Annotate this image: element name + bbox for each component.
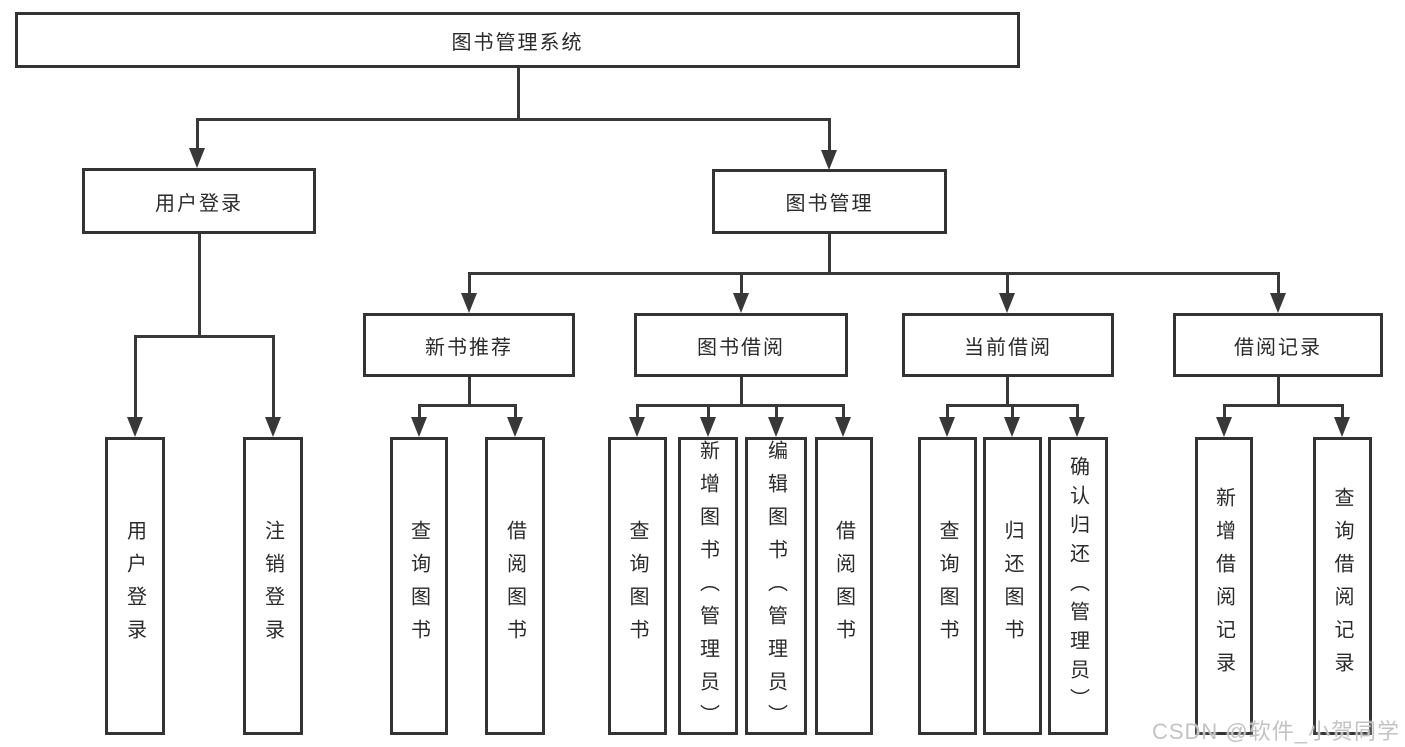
arrowhead-down-icon <box>1004 417 1020 437</box>
connector-line <box>828 234 831 274</box>
connector-line <box>517 68 520 120</box>
arrowhead-down-icon <box>821 150 837 170</box>
leaf-user-login: 用户登录 <box>105 437 165 735</box>
arrowhead-down-icon <box>1069 417 1085 437</box>
arrowhead-down-icon <box>1270 293 1286 313</box>
connector-line <box>740 272 743 295</box>
connector-line <box>134 335 275 338</box>
arrowhead-down-icon <box>189 148 205 168</box>
connector-line <box>418 404 517 407</box>
connector-line <box>1006 377 1009 406</box>
leaf-add-book-admin: 新增图书（管理员） <box>678 437 738 737</box>
connector-line <box>1011 404 1014 419</box>
leaf-query-books-current: 查询图书 <box>918 437 977 735</box>
connector-line <box>842 404 845 419</box>
connector-line <box>828 118 831 152</box>
node-book-management: 图书管理 <box>712 169 947 234</box>
connector-line <box>1076 404 1079 419</box>
leaf-query-borrow-record: 查询借阅记录 <box>1313 437 1372 735</box>
arrowhead-down-icon <box>733 293 749 313</box>
leaf-return-books: 归还图书 <box>983 437 1042 735</box>
connector-line <box>1223 404 1226 419</box>
arrowhead-down-icon <box>507 417 523 437</box>
arrowhead-down-icon <box>629 417 645 437</box>
leaf-query-books-recommend: 查询图书 <box>390 437 448 735</box>
leaf-edit-book-admin: 编辑图书（管理员） <box>745 437 807 737</box>
node-borrow-records: 借阅记录 <box>1173 313 1383 377</box>
connector-line <box>636 404 845 407</box>
connector-line <box>468 272 471 295</box>
arrowhead-down-icon <box>939 417 955 437</box>
arrowhead-down-icon <box>768 417 784 437</box>
connector-line <box>272 335 275 419</box>
connector-line <box>196 118 199 150</box>
node-user-login: 用户登录 <box>82 168 316 234</box>
arrowhead-down-icon <box>700 417 716 437</box>
leaf-query-books-borrow: 查询图书 <box>608 437 667 735</box>
leaf-confirm-return-admin: 确认归还（管理员） <box>1048 437 1108 735</box>
leaf-borrow-books-recommend: 借阅图书 <box>485 437 545 735</box>
connector-line <box>196 118 831 121</box>
node-book-borrow: 图书借阅 <box>634 313 848 377</box>
connector-line <box>740 377 743 406</box>
connector-line <box>1277 272 1280 295</box>
arrowhead-down-icon <box>1216 417 1232 437</box>
connector-line <box>946 404 949 419</box>
connector-line <box>468 272 1280 275</box>
leaf-logout: 注销登录 <box>243 437 303 735</box>
connector-line <box>198 234 201 337</box>
connector-line <box>134 335 137 419</box>
csdn-watermark: CSDN @软件_小贺同学 <box>1151 719 1400 744</box>
connector-line <box>636 404 639 419</box>
leaf-borrow-books: 借阅图书 <box>815 437 873 735</box>
connector-line <box>707 404 710 419</box>
arrowhead-down-icon <box>999 293 1015 313</box>
connector-line <box>775 404 778 419</box>
connector-line <box>468 377 471 406</box>
node-root: 图书管理系统 <box>15 12 1020 68</box>
node-new-book-recommend: 新书推荐 <box>363 313 575 377</box>
connector-line <box>1341 404 1344 419</box>
leaf-add-borrow-record: 新增借阅记录 <box>1195 437 1253 735</box>
connector-line <box>1277 377 1280 406</box>
connector-line <box>1006 272 1009 295</box>
arrowhead-down-icon <box>461 293 477 313</box>
connector-line <box>1223 404 1343 407</box>
arrowhead-down-icon <box>127 417 143 437</box>
connector-line <box>418 404 421 419</box>
arrowhead-down-icon <box>265 417 281 437</box>
node-current-borrow: 当前借阅 <box>902 313 1114 377</box>
connector-line <box>514 404 517 419</box>
arrowhead-down-icon <box>411 417 427 437</box>
arrowhead-down-icon <box>1334 417 1350 437</box>
arrowhead-down-icon <box>835 417 851 437</box>
